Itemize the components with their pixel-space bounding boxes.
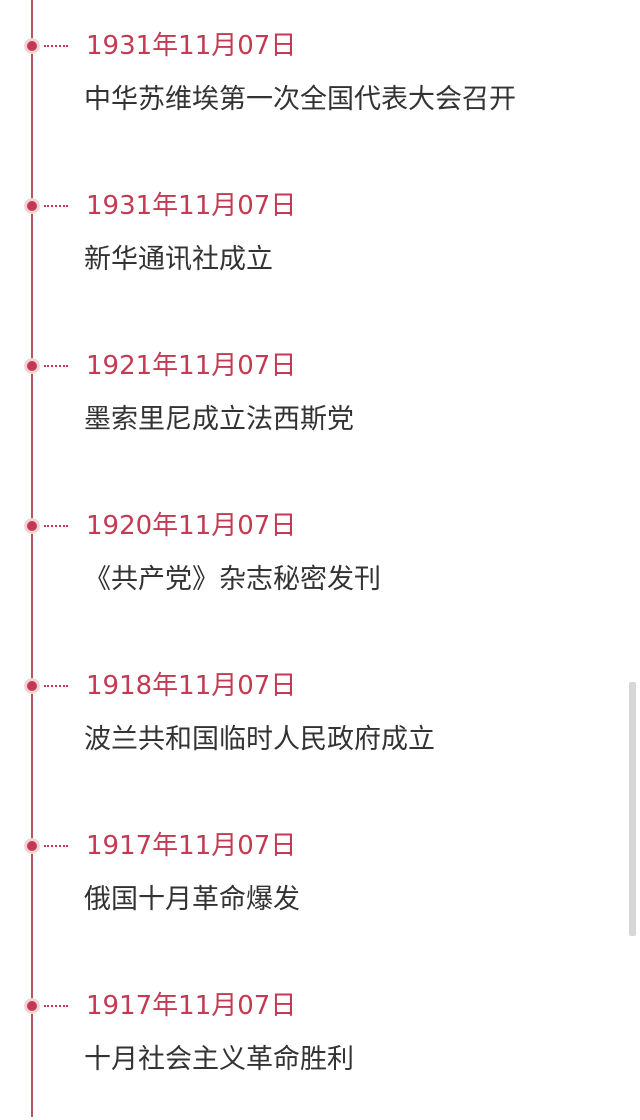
event-date: 1917年11月07日 — [86, 831, 297, 861]
timeline-dot-icon — [24, 838, 40, 854]
timeline-event[interactable]: 1917年11月07日 俄国十月革命爆发 — [0, 800, 620, 960]
timeline-dot-icon — [24, 198, 40, 214]
dotted-connector — [44, 845, 68, 847]
dotted-connector — [44, 45, 68, 47]
timeline-event[interactable]: 1917年11月07日 十月社会主义革命胜利 — [0, 960, 620, 1120]
dotted-connector — [44, 1005, 68, 1007]
event-date: 1921年11月07日 — [86, 351, 297, 381]
event-title: 中华苏维埃第一次全国代表大会召开 — [84, 84, 516, 115]
timeline-dot-icon — [24, 358, 40, 374]
scrollbar[interactable] — [629, 682, 636, 936]
event-title: 十月社会主义革命胜利 — [84, 1044, 354, 1075]
event-date: 1918年11月07日 — [86, 671, 297, 701]
timeline-dot-icon — [24, 38, 40, 54]
timeline-line — [31, 0, 33, 1117]
timeline-event[interactable]: 1918年11月07日 波兰共和国临时人民政府成立 — [0, 640, 620, 800]
timeline-event[interactable]: 1921年11月07日 墨索里尼成立法西斯党 — [0, 320, 620, 480]
event-title: 《共产党》杂志秘密发刊 — [84, 564, 381, 595]
event-date: 1917年11月07日 — [86, 991, 297, 1021]
event-title: 波兰共和国临时人民政府成立 — [84, 724, 435, 755]
timeline-event[interactable]: 1920年11月07日 《共产党》杂志秘密发刊 — [0, 480, 620, 640]
timeline-dot-icon — [24, 518, 40, 534]
timeline-event[interactable]: 1931年11月07日 新华通讯社成立 — [0, 160, 620, 320]
event-date: 1931年11月07日 — [86, 191, 297, 221]
event-title: 俄国十月革命爆发 — [84, 884, 300, 915]
dotted-connector — [44, 365, 68, 367]
timeline-event[interactable]: 1931年11月07日 中华苏维埃第一次全国代表大会召开 — [0, 0, 620, 160]
dotted-connector — [44, 525, 68, 527]
timeline-dot-icon — [24, 678, 40, 694]
timeline-dot-icon — [24, 998, 40, 1014]
event-title: 新华通讯社成立 — [84, 244, 273, 275]
event-title: 墨索里尼成立法西斯党 — [84, 404, 354, 435]
dotted-connector — [44, 205, 68, 207]
dotted-connector — [44, 685, 68, 687]
event-date: 1931年11月07日 — [86, 31, 297, 61]
event-date: 1920年11月07日 — [86, 511, 297, 541]
